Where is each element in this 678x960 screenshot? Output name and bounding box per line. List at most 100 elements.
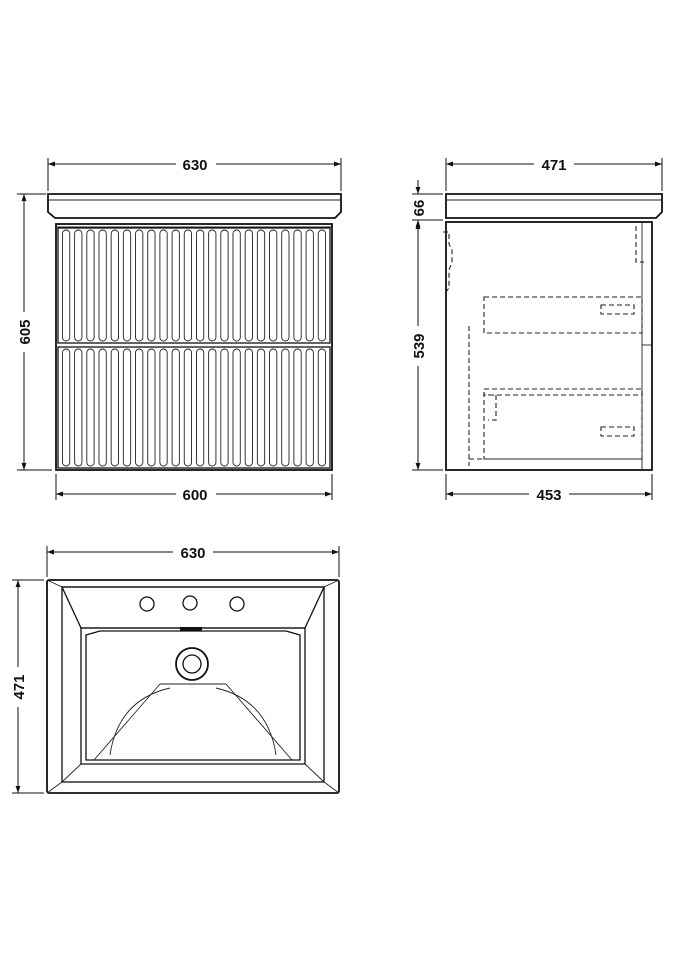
dim-side-basin-depth: 471	[445, 155, 663, 191]
dim-side-basin-height: 66	[410, 180, 443, 234]
flute	[208, 348, 217, 467]
flute	[317, 229, 327, 342]
flute	[86, 229, 95, 342]
front-drawer-top	[57, 227, 331, 344]
plan-waste-outer	[175, 647, 209, 681]
dim-front-basin-width-label: 630	[182, 157, 207, 174]
front-basin-outline	[47, 193, 342, 219]
flute	[269, 229, 278, 342]
flute	[135, 229, 144, 342]
flute	[293, 229, 302, 342]
flute	[122, 229, 132, 342]
flute	[110, 348, 119, 467]
dim-side-basin-height-label: 66	[411, 200, 428, 217]
flute	[244, 348, 253, 467]
plan-rim-corner-tr	[323, 579, 340, 588]
flute	[244, 229, 253, 342]
dim-side-cabinet-height-label: 539	[411, 333, 428, 358]
flute	[195, 229, 205, 342]
flute	[220, 348, 229, 467]
front-view: 630 605 600	[15, 155, 342, 504]
side-drawer-lower-side	[488, 394, 497, 421]
flute	[147, 229, 156, 342]
flute	[183, 229, 193, 342]
dim-plan-basin-depth-label: 471	[11, 674, 28, 699]
front-drawer-top-fluting	[61, 229, 327, 342]
flute	[281, 229, 290, 342]
plan-basin-slope-curve	[109, 687, 277, 756]
flute	[305, 348, 314, 467]
flute	[232, 229, 241, 342]
flute	[220, 229, 229, 342]
flute	[98, 348, 107, 467]
side-drawer-upper-hidden	[483, 296, 643, 334]
flute	[122, 348, 132, 467]
flute	[183, 348, 193, 467]
dim-front-cabinet-width: 600	[55, 474, 333, 504]
flute	[135, 348, 144, 467]
plan-waste-inner	[182, 654, 202, 674]
dim-side-cabinet-depth: 453	[445, 474, 653, 504]
flute	[256, 348, 266, 467]
flute	[159, 229, 168, 342]
side-drawer-lower-handle	[600, 426, 635, 437]
plan-tap-deck	[60, 586, 326, 629]
side-drawer-upper-handle	[600, 304, 635, 315]
flute	[208, 229, 217, 342]
dim-front-cabinet-height-label: 605	[17, 319, 34, 344]
dim-plan-basin-depth: 471	[9, 579, 44, 794]
flute	[74, 229, 83, 342]
side-rear-bracket	[635, 226, 644, 263]
dim-side-basin-depth-label: 471	[541, 157, 566, 174]
plan-rim-corner-br	[323, 781, 340, 794]
plan-bowl-corner-br	[304, 763, 325, 783]
flute	[195, 348, 205, 467]
flute	[269, 348, 278, 467]
flute	[171, 229, 180, 342]
side-view: 471 66 539 453	[410, 155, 663, 504]
dim-front-cabinet-height: 605	[15, 193, 52, 471]
plan-tap-hole-centre	[182, 595, 198, 611]
front-drawer-bottom-fluting	[61, 348, 327, 467]
flute	[305, 229, 314, 342]
flute	[232, 348, 241, 467]
flute	[61, 348, 71, 467]
plan-rim-corner-tl	[46, 579, 63, 588]
flute	[293, 348, 302, 467]
plan-basin-outline	[46, 579, 340, 794]
flute	[281, 348, 290, 467]
side-wall-bracket	[443, 231, 453, 293]
side-basin-outline	[445, 193, 663, 219]
plan-bowl-corner-bl	[61, 763, 82, 783]
flute	[256, 229, 266, 342]
dim-front-basin-width: 630	[47, 155, 342, 191]
plan-tap-hole-right	[229, 596, 245, 612]
plan-view: 630 471	[9, 543, 340, 794]
dim-plan-basin-width: 630	[46, 543, 340, 577]
dim-side-cabinet-height: 539	[410, 222, 443, 471]
side-drawer-lower-hidden	[483, 388, 643, 460]
flute	[110, 229, 119, 342]
plan-overflow-slot	[180, 627, 202, 631]
plan-rim-corner-bl	[46, 781, 63, 794]
flute	[317, 348, 327, 467]
dim-side-cabinet-depth-label: 453	[536, 487, 561, 504]
plan-bowl-inner	[85, 630, 301, 761]
plan-basin-inner-rim	[61, 586, 325, 783]
side-drawer-lower-lip	[483, 388, 643, 396]
side-cabinet-outline	[445, 221, 653, 471]
flute	[61, 229, 71, 342]
flute	[159, 348, 168, 467]
dim-plan-basin-width-label: 630	[180, 545, 205, 562]
flute	[171, 348, 180, 467]
flute	[86, 348, 95, 467]
flute	[98, 229, 107, 342]
dim-front-cabinet-width-label: 600	[182, 487, 207, 504]
flute	[147, 348, 156, 467]
front-drawer-bottom	[57, 346, 331, 469]
plan-tap-hole-left	[139, 596, 155, 612]
front-cabinet-outline	[55, 223, 333, 471]
flute	[74, 348, 83, 467]
plan-basin-slope	[93, 683, 293, 761]
